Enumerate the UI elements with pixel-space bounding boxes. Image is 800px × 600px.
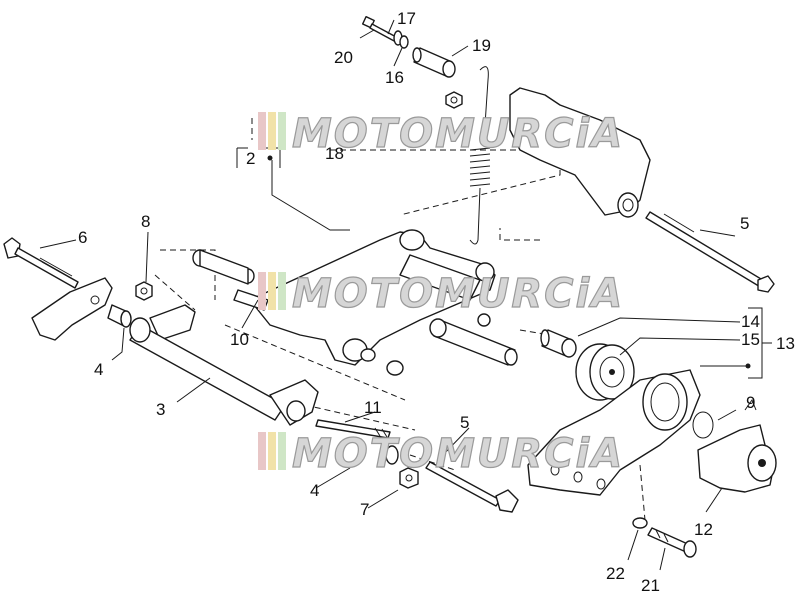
long-bolt-5-upper: [645, 211, 775, 293]
bearing-15: [575, 343, 635, 401]
bolt-5-lower: [425, 461, 519, 513]
stud-11: [315, 419, 391, 439]
link-bushings: [192, 249, 491, 376]
callout-3: 3: [156, 400, 165, 419]
watermark-text: MOTOMURCiA: [292, 431, 624, 477]
callout-14: 14: [741, 312, 760, 331]
callout-5-upper: 5: [740, 214, 749, 233]
spacer-4: [107, 304, 132, 328]
callout-8: 8: [141, 212, 150, 231]
callout-7: 7: [360, 500, 369, 519]
nut-top: [445, 91, 463, 109]
callout-2: 2: [246, 149, 255, 168]
nut-7: [399, 467, 419, 489]
callout-17: 17: [397, 9, 416, 28]
callout-11: 11: [364, 398, 382, 417]
bolt-6: [3, 237, 79, 289]
swing-arm-link: [249, 229, 518, 366]
callout-18: 18: [325, 144, 344, 163]
watermark-text: MOTOMURCiA: [292, 111, 624, 157]
spring-18: [469, 66, 491, 245]
watermark-text: MOTOMURCiA: [292, 271, 624, 317]
callout-16: 16: [385, 68, 404, 87]
callout-9: 9: [746, 393, 755, 412]
bushing-14: [540, 329, 577, 358]
callout-15: 15: [741, 330, 760, 349]
shaft-3: [129, 304, 319, 426]
left-arm-bracket: [31, 277, 113, 341]
callout-12: 12: [694, 520, 713, 539]
callout-19: 19: [472, 36, 491, 55]
leader-lines: [39, 19, 772, 571]
bracket-13: [527, 369, 701, 496]
watermark-middle: MOTOMURCiA: [258, 270, 624, 318]
washer-4-lower: [385, 445, 399, 465]
bolt-21: [647, 527, 697, 558]
washer-22: [632, 517, 648, 529]
callout-4-upper: 4: [94, 360, 103, 379]
watermark-top: MOTOMURCiA: [258, 110, 624, 158]
bolt-20: [361, 15, 399, 43]
watermark-bottom: MOTOMURCiA: [258, 430, 624, 478]
callout-labels: 20 17 16 19 18 2 5 6 8 4 10 14 15 13 3 1…: [78, 9, 795, 595]
bushing-19: [412, 47, 456, 78]
callout-13: 13: [776, 334, 795, 353]
cover-12: [697, 398, 777, 493]
callout-4-lower: 4: [310, 481, 319, 500]
callout-10: 10: [230, 330, 249, 349]
nut-8: [135, 281, 153, 301]
callout-20: 20: [334, 48, 353, 67]
circlip-9: [692, 411, 714, 439]
callout-21: 21: [641, 576, 660, 595]
callout-22: 22: [606, 564, 625, 583]
washer-16: [399, 35, 409, 49]
callout-5-lower: 5: [460, 413, 469, 432]
callout-6: 6: [78, 228, 87, 247]
frame-bracket: [509, 87, 651, 218]
